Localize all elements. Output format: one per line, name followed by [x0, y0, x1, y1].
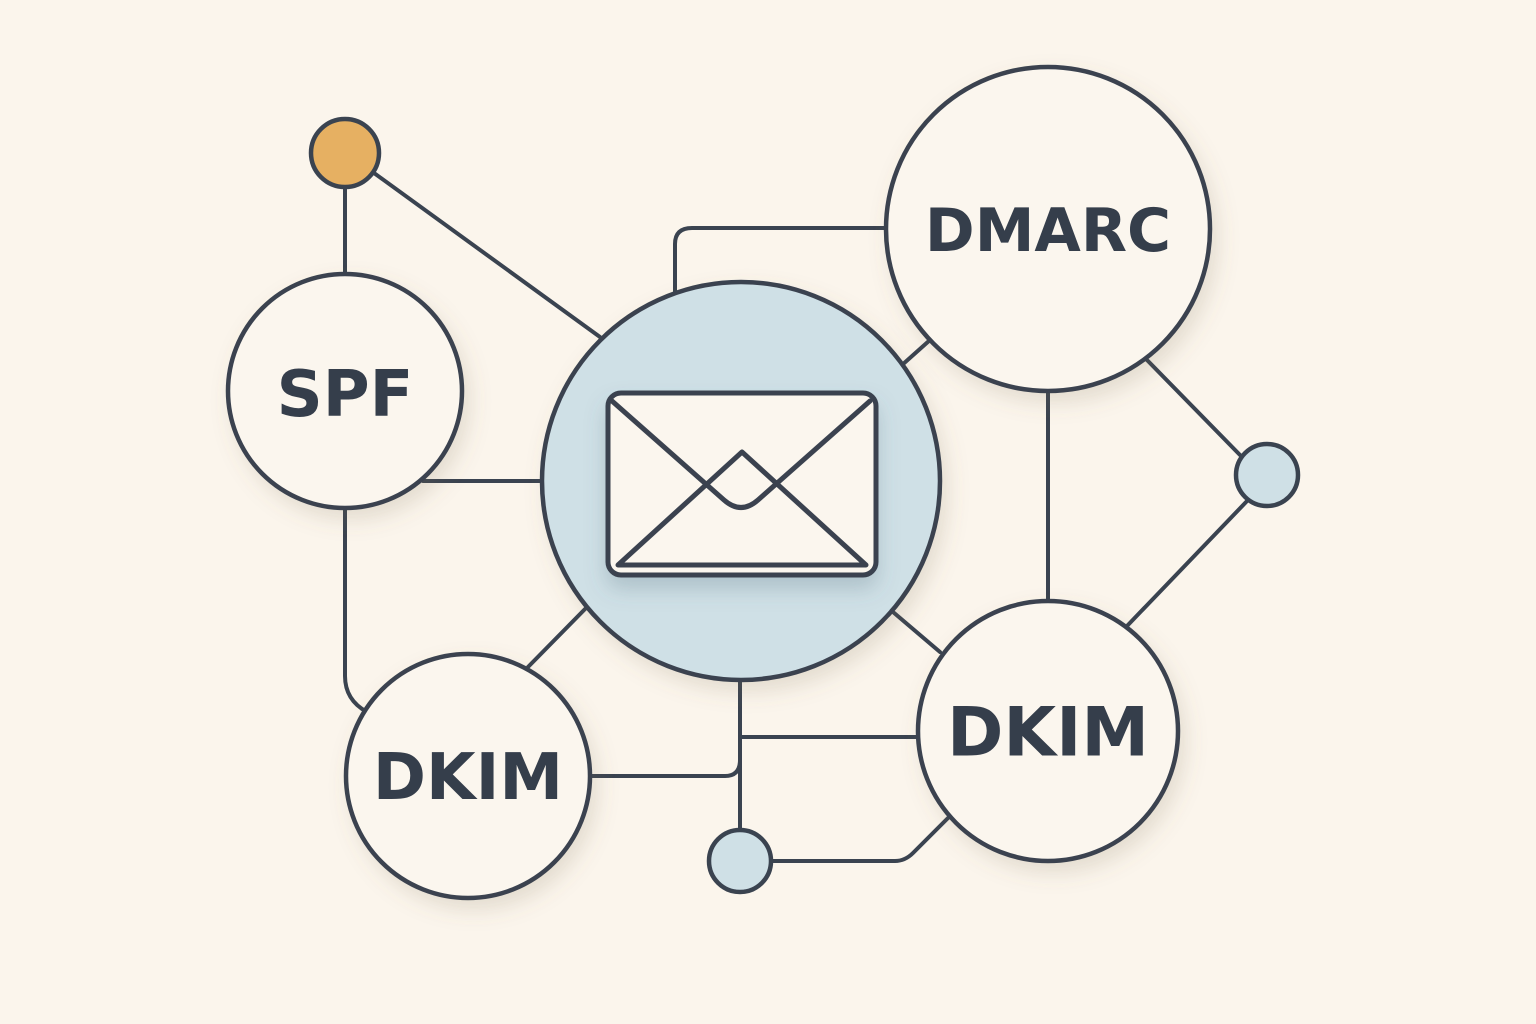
node-dmarc-label: DMARC [925, 196, 1171, 266]
node-dkim-right: DKIM [915, 598, 1181, 864]
edge-spf-to-dkim-left [343, 505, 369, 714]
node-dmarc: DMARC [883, 64, 1213, 394]
node-spf: SPF [225, 271, 465, 511]
edge-envelope-to-dkim-left [526, 604, 590, 669]
envelope-icon [605, 390, 879, 578]
edge-right-dot-to-dkim-right [1125, 498, 1250, 628]
node-dkim-left: DKIM [343, 651, 593, 901]
edge-orange-dot-to-envelope [372, 171, 602, 339]
accent-dot-top-left [308, 116, 382, 190]
center-email-node [539, 279, 943, 683]
connector-dot-bottom [706, 827, 774, 895]
edge-envelope-to-dmarc [673, 226, 890, 299]
node-dkim-left-label: DKIM [373, 741, 563, 815]
node-spf-label: SPF [277, 358, 414, 432]
connector-lines [343, 171, 1250, 863]
edge-dkim-left-to-junction [588, 758, 742, 778]
edge-envelope-to-dkim-right [891, 610, 942, 654]
edge-bottom-dot-to-dkim-right [770, 816, 950, 863]
edge-envelope-to-dmarc-lower [900, 338, 932, 367]
node-dkim-right-label: DKIM [947, 694, 1149, 773]
edge-dmarc-to-right-dot [1145, 358, 1242, 457]
connector-dot-right [1233, 441, 1301, 509]
